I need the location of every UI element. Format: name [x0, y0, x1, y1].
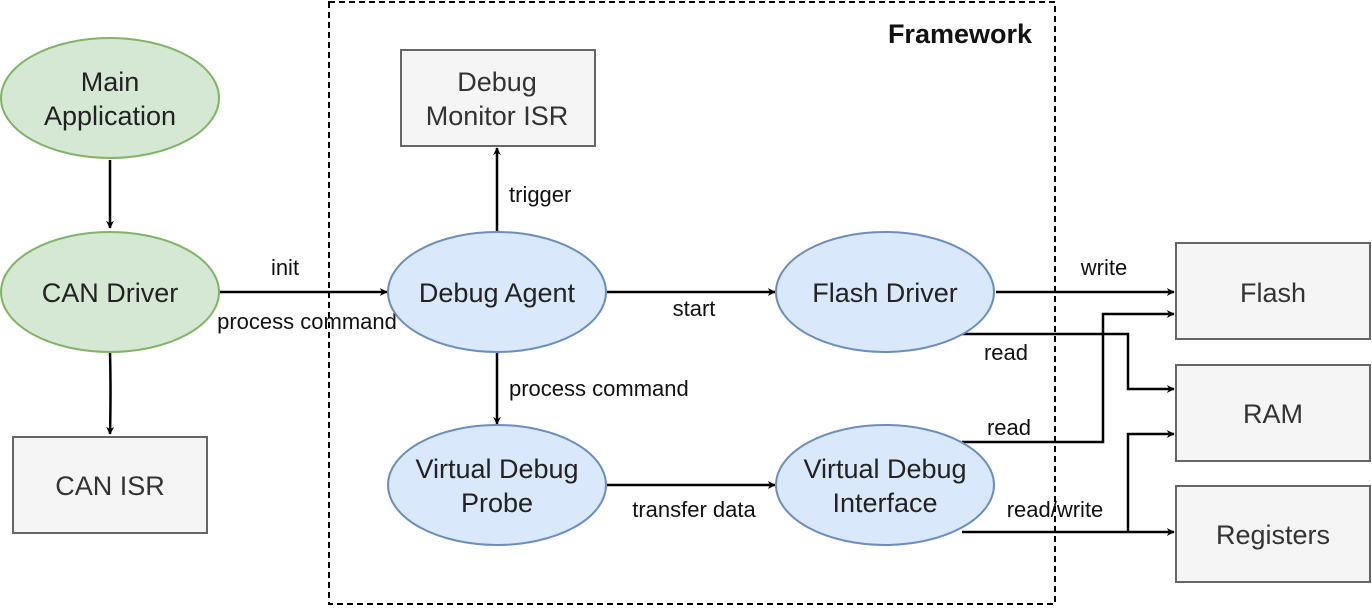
node-flash: Flash — [1175, 242, 1371, 340]
node-debug-monitor-isr-line2: Monitor ISR — [426, 101, 569, 131]
node-registers-label: Registers — [1216, 520, 1330, 550]
edge-label-process-command-1: process command — [217, 309, 397, 334]
node-registers: Registers — [1175, 485, 1371, 583]
node-virtual-debug-interface-line1: Virtual Debug — [803, 454, 966, 484]
edge-flash-driver-to-ram — [962, 332, 1175, 393]
node-main-application-line2: Application — [44, 101, 176, 131]
node-virtual-debug-probe-line2: Probe — [461, 488, 533, 518]
node-can-driver: CAN Driver — [0, 231, 220, 353]
framework-title: Framework — [888, 19, 1033, 49]
node-flash-label: Flash — [1240, 278, 1306, 308]
node-can-driver-label: CAN Driver — [42, 278, 179, 308]
edge-label-read-flash-driver: read — [984, 340, 1028, 365]
edge-label-read-interface: read — [987, 415, 1031, 440]
edge-interface-to-flash — [962, 310, 1175, 444]
edge-label-start: start — [673, 296, 716, 321]
framework-boundary — [328, 1, 1056, 605]
node-flash-driver-label: Flash Driver — [812, 278, 958, 308]
node-debug-monitor-isr: Debug Monitor ISR — [400, 49, 596, 147]
node-can-isr: CAN ISR — [12, 436, 208, 534]
node-virtual-debug-interface-line2: Interface — [832, 488, 937, 518]
node-virtual-debug-probe-line1: Virtual Debug — [415, 454, 578, 484]
edge-label-read-write: read/write — [1007, 497, 1104, 522]
edge-label-trigger: trigger — [509, 182, 571, 207]
node-virtual-debug-probe: Virtual Debug Probe — [387, 424, 607, 546]
edge-interface-to-ram — [1126, 430, 1175, 532]
node-main-application-line1: Main — [81, 67, 140, 97]
edge-label-init: init — [271, 255, 299, 280]
node-flash-driver: Flash Driver — [775, 231, 995, 353]
node-virtual-debug-interface: Virtual Debug Interface — [775, 424, 995, 546]
edge-label-process-command-2: process command — [509, 376, 689, 401]
edge-label-transfer-data: transfer data — [632, 497, 756, 522]
edge-can-driver-to-can-isr — [106, 352, 115, 435]
node-main-application: Main Application — [0, 37, 220, 159]
node-debug-monitor-isr-line1: Debug — [457, 67, 537, 97]
edge-label-write: write — [1080, 255, 1127, 280]
node-ram-label: RAM — [1243, 399, 1303, 429]
node-debug-agent: Debug Agent — [387, 231, 607, 353]
node-ram: RAM — [1175, 364, 1371, 462]
node-debug-agent-label: Debug Agent — [419, 278, 576, 308]
node-can-isr-label: CAN ISR — [55, 471, 165, 501]
